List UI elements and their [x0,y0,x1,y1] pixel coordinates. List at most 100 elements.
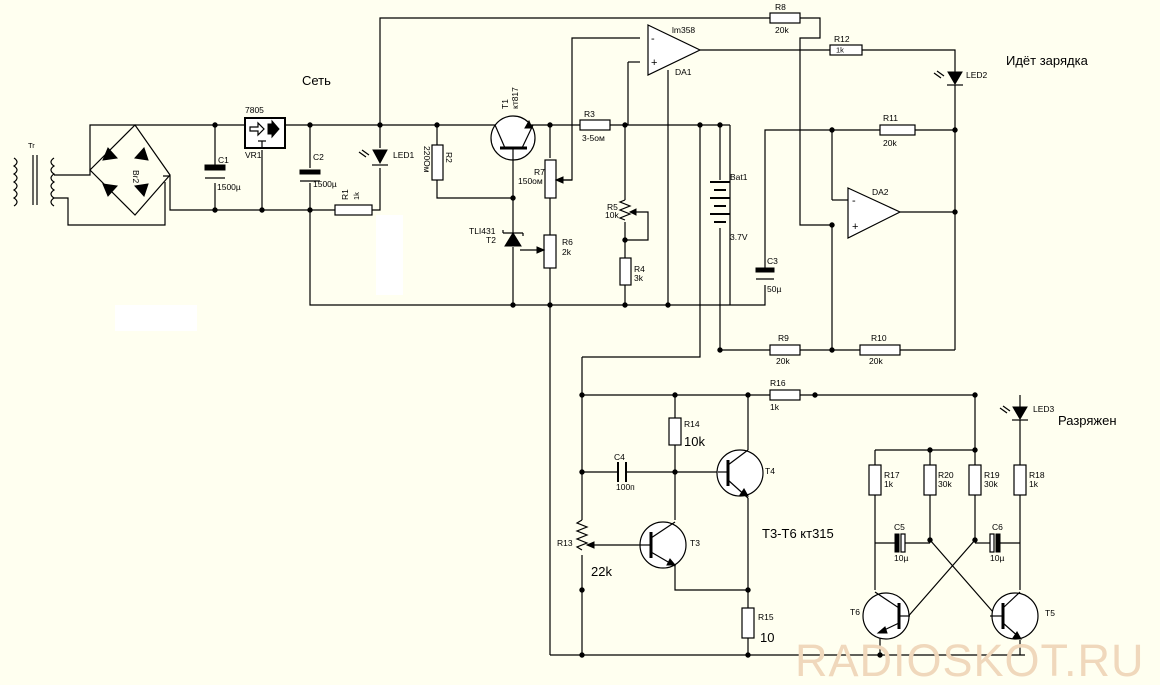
r19-label: R19 [984,470,1000,480]
wires [54,17,1025,656]
t1-label: T1 [500,99,510,109]
r4-value: 3k [634,273,644,283]
tr-label: Tr [28,141,35,150]
r6-label: R6 [562,237,573,247]
r8-label: R8 [775,2,786,12]
r18-label: R18 [1029,470,1045,480]
blank-area [376,215,403,295]
c2-value: 1500µ [313,179,337,189]
c5-label: C5 [894,522,905,532]
c6-label: C6 [992,522,1003,532]
c6-value: 10µ [990,553,1004,563]
led3-label: LED3 [1033,404,1055,414]
opamp-da2: - + DA2 [831,130,902,239]
resistor-r4: R4 3k [619,257,645,286]
capacitor-c5: C5 10µ [894,522,908,563]
r11-label: R11 [883,113,898,123]
resistor-r9: R9 20k [769,333,801,366]
resistor-r10: R10 20k [859,333,901,366]
r3-label: R3 [584,109,595,119]
r18-value: 1k [1029,479,1039,489]
resistor-r19: R19 30k [968,464,1000,496]
r16-label: R16 [770,378,786,388]
da2-label: DA2 [872,187,889,197]
t6-label: T6 [850,607,860,617]
resistor-r2: R2 220Ом [422,144,454,181]
potentiometer-r13: R13 22k [557,519,612,579]
resistor-r20: R20 30k [923,464,954,496]
led2: LED2 [933,70,988,86]
tl-label: TLI431 [469,226,496,236]
da2-minus: - [852,195,856,207]
r9-value: 20k [776,356,790,366]
r5-label: R5 [607,202,618,212]
r10-value: 20k [869,356,883,366]
t2-label: T2 [486,235,496,245]
r7-label: R7 [534,167,545,177]
r4-label: R4 [634,264,645,274]
transistor-t5: T5 [990,591,1055,640]
potentiometer-r6: R6 2k [536,234,573,269]
r15-label: R15 [758,612,774,622]
t5-label: T5 [1045,608,1055,618]
r17-label: R17 [884,470,900,480]
r2-value: 220Ом [422,146,432,173]
capacitor-c2: C2 1500µ [299,152,337,189]
regulator-vr1: 7805 VR1 [244,105,286,160]
r17-value: 1k [884,479,894,489]
opamp-da1: - + lm358 DA1 [647,24,702,77]
r19-value: 30k [984,479,998,489]
c1-value: 1500µ [217,182,241,192]
potentiometer-r5: R5 10k [605,199,637,221]
r6-value: 2k [562,247,572,257]
r1-label: R1 [340,189,350,200]
vr1-label: VR1 [245,150,262,160]
da1-minus: - [651,33,655,45]
capacitor-c3: C3 50µ [755,256,781,294]
br-label: Br2 [131,170,141,184]
t36-label: T3-T6 кт315 [762,526,834,541]
resistor-r11: R11 20k [879,113,916,148]
watermark: RADIOSKOT.RU [795,635,1145,685]
r13-label: R13 [557,538,573,548]
led1: LED1 [358,149,415,166]
transistor-t1: T1 кт817 [490,87,536,161]
r3-value: 3-5ом [582,133,605,143]
r8-value: 20k [775,25,789,35]
resistor-r3: R3 3-5ом [579,109,611,143]
potentiometer-r7: R7 150ом [518,159,572,199]
discharged-label: Разряжен [1058,413,1117,428]
r14-value: 10k [684,434,705,449]
c1-label: C1 [218,155,229,165]
zener-t2: TLI431 T2 [469,226,524,247]
c3-value: 50µ [767,284,781,294]
c3-label: C3 [767,256,778,266]
r10-label: R10 [871,333,887,343]
da2-plus: + [852,221,858,233]
capacitor-c6: C6 10µ [989,522,1004,563]
r20-value: 30k [938,479,952,489]
da1-label: DA1 [675,67,692,77]
resistor-r18: R18 1k [1013,464,1045,496]
c2-label: C2 [313,152,324,162]
r9-label: R9 [778,333,789,343]
t4-label: T4 [765,466,775,476]
c5-value: 10µ [894,553,908,563]
r7-value: 150ом [518,176,543,186]
bat-value: 3.7V [730,232,748,242]
led3: LED3 [999,404,1055,421]
r11-value: 20k [883,138,897,148]
r2-label: R2 [444,152,454,163]
transistor-t3: T3 [638,521,700,569]
c4-label: C4 [614,452,625,462]
r15-value: 10 [760,630,774,645]
resistor-r17: R17 1k [868,464,900,496]
charging-label: Идёт зарядка [1006,53,1089,68]
transformer: Tr [12,141,56,207]
resistor-r14: R14 10k [668,417,705,449]
lm-label: lm358 [672,25,695,35]
capacitor-c4: C4 100п [612,452,635,492]
resistor-r12: R12 1k [829,34,863,56]
capacitor-c1: C1 1500µ [204,155,241,192]
